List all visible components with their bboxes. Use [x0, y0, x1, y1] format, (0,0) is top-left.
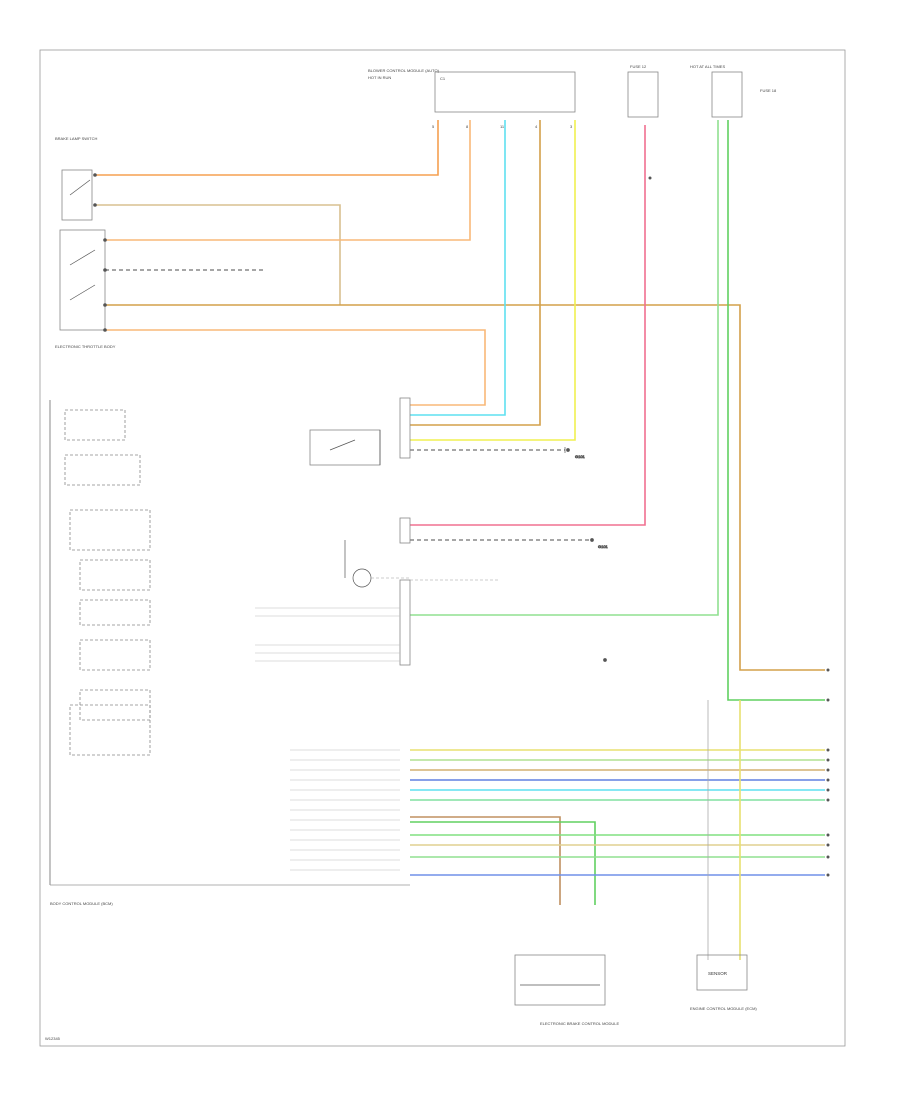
ground-label-1: G101	[575, 454, 586, 459]
left-top-label: BRAKE LAMP SWITCH	[55, 136, 97, 141]
pin-a: 5	[432, 124, 435, 129]
diagram-id: W12345	[45, 1036, 61, 1041]
fuse-a-label: FUSE 12	[630, 64, 647, 69]
ground-label-2: G101	[598, 544, 609, 549]
ground-icon-1	[564, 447, 570, 453]
mid-connector	[399, 397, 411, 666]
relay-label: ELECTRONIC BRAKE CONTROL MODULE	[540, 1021, 620, 1026]
blower-switch	[309, 429, 381, 466]
wires-top	[95, 120, 825, 701]
top-center-connector: BLOWER CONTROL MODULE (AUTO) HOT IN RUN …	[368, 68, 576, 129]
wire-green-2	[727, 120, 825, 701]
top-center-label: BLOWER CONTROL MODULE (AUTO)	[368, 68, 440, 73]
pin-e: 3	[570, 124, 573, 129]
bottom-sensor: SENSOR ENGINE CONTROL MODULE (ECM)	[690, 954, 757, 1011]
ground-icon-3	[603, 658, 607, 662]
ecm-rows	[290, 749, 400, 871]
wire-tan-1	[95, 204, 341, 305]
left-switch-top: BRAKE LAMP SWITCH	[55, 136, 97, 221]
wire-tan-2	[105, 304, 825, 671]
bcm-label: BODY CONTROL MODULE (BCM)	[50, 901, 113, 906]
ecm-label: ENGINE CONTROL MODULE (ECM)	[690, 1006, 757, 1011]
bus-tan-2	[410, 816, 561, 905]
pin-c: 11	[500, 124, 505, 129]
ground-icons: G101 G101	[564, 447, 609, 662]
fuse-b-label: HOT AT ALL TIMES	[690, 64, 725, 69]
left-switch-mid: ELECTRONIC THROTTLE BODY	[55, 229, 116, 349]
wire-orange-1	[95, 120, 439, 176]
pin-d: 4	[535, 124, 538, 129]
wire-markers	[93, 173, 652, 332]
wire-tan-3	[410, 120, 541, 426]
right-terminals	[826, 668, 830, 877]
wire-cyan-1	[410, 120, 506, 416]
left-mid-label: ELECTRONIC THROTTLE BODY	[55, 344, 116, 349]
wire-lorange-1	[105, 120, 471, 241]
bottom-relay: ELECTRONIC BRAKE CONTROL MODULE	[514, 954, 620, 1026]
wire-yellow-1	[410, 120, 576, 441]
wire-green-1	[410, 120, 719, 616]
sensor-label: SENSOR	[708, 971, 728, 976]
wire-pink-1	[410, 125, 646, 526]
top-center-label-3: C1	[440, 76, 446, 81]
wire-lorange-2	[105, 329, 486, 406]
top-center-label-2: HOT IN RUN	[368, 75, 391, 80]
ground-icon-2	[590, 538, 594, 542]
fuse-b-label-2: FUSE 18	[760, 88, 777, 93]
left-module: BODY CONTROL MODULE (BCM) W12345	[45, 400, 151, 1041]
diagram-frame	[39, 49, 846, 1047]
ecm-text-lines	[255, 607, 400, 662]
wires-bottom	[50, 700, 825, 960]
pin-b: 8	[466, 124, 469, 129]
bus-green-2	[410, 821, 596, 905]
sensor-circle	[344, 540, 500, 588]
top-right-connector: FUSE 12 HOT AT ALL TIMES FUSE 18	[627, 64, 777, 118]
